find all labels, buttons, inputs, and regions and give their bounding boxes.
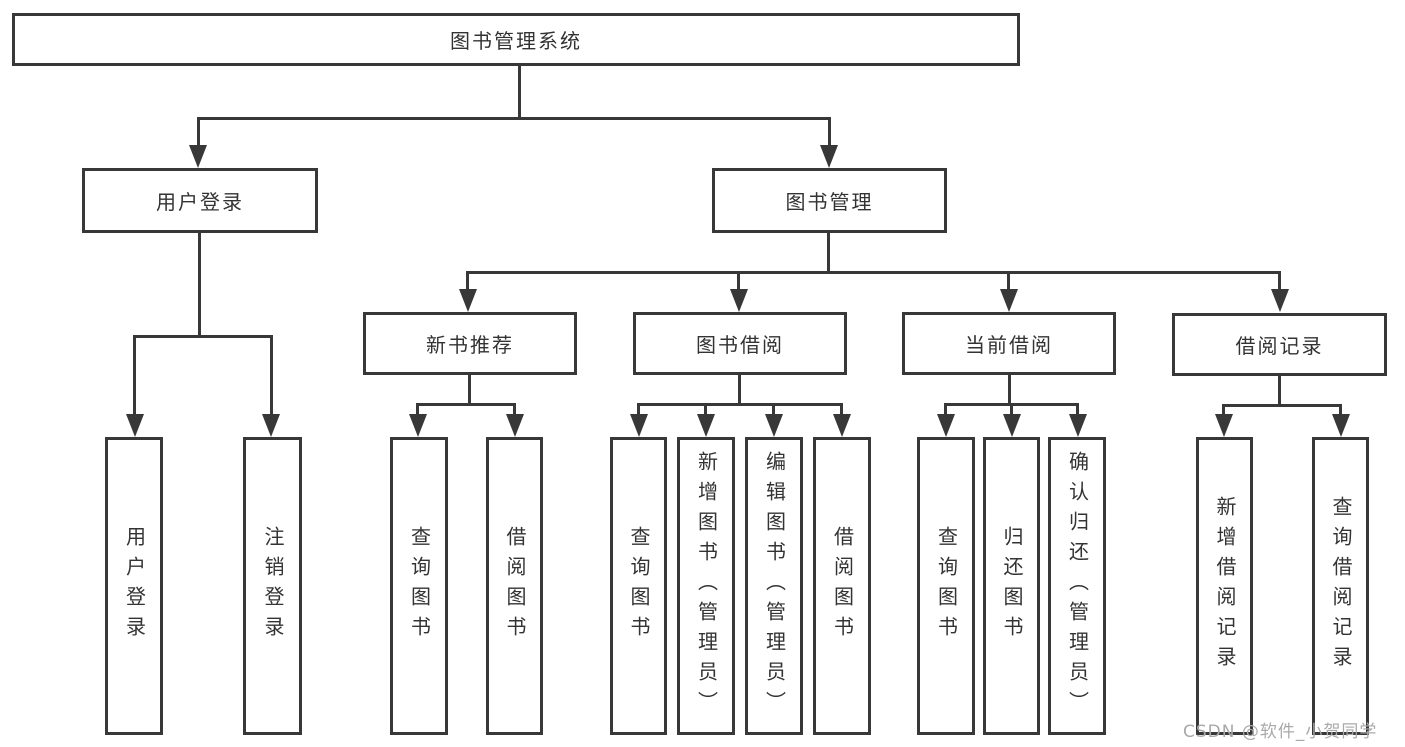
arrow-down-icon: [262, 414, 280, 437]
leaf-logout-login-label: 注销登录: [261, 526, 285, 646]
leaf-query-books-borrowing-label: 查询图书: [627, 526, 651, 646]
arrow-down-icon: [1215, 414, 1233, 437]
arrow-down-icon: [630, 414, 648, 437]
edge-line: [828, 117, 831, 149]
edge-line: [416, 403, 419, 417]
edge-line: [1278, 376, 1281, 407]
edge-line: [466, 271, 469, 291]
arrow-down-icon: [697, 414, 715, 437]
edge-line: [738, 375, 741, 406]
leaf-query-borrow-record: 查询借阅记录: [1312, 437, 1369, 735]
leaf-query-books-recommend-label: 查询图书: [407, 526, 432, 646]
leaf-borrow-books-borrowing: 借阅图书: [813, 437, 871, 735]
leaf-borrow-books-borrowing-label: 借阅图书: [830, 526, 855, 646]
arrow-down-icon: [765, 414, 783, 437]
edge-line: [1010, 403, 1013, 417]
leaf-edit-books-admin: 编辑图书（管理员）: [745, 437, 803, 735]
edge-line: [416, 403, 516, 406]
edge-line: [197, 117, 200, 149]
arrow-down-icon: [730, 289, 748, 312]
leaf-query-books-current: 查询图书: [917, 437, 975, 735]
node-new-book-recommendation: 新书推荐: [363, 312, 577, 375]
leaf-edit-books-admin-label: 编辑图书（管理员）: [762, 451, 787, 721]
edge-line: [466, 271, 1281, 274]
node-library-system: 图书管理系统: [12, 13, 1020, 66]
edge-line: [772, 403, 775, 417]
edge-line: [198, 233, 201, 335]
node-current-borrowing: 当前借阅: [902, 312, 1116, 375]
node-borrowing-records: 借阅记录: [1172, 313, 1387, 376]
edge-line: [513, 403, 516, 417]
leaf-confirm-return-admin: 确认归还（管理员）: [1048, 437, 1106, 735]
arrow-down-icon: [1000, 289, 1018, 312]
leaf-add-borrow-record: 新增借阅记录: [1196, 437, 1253, 735]
arrow-down-icon: [1332, 414, 1350, 437]
leaf-add-books-admin-label: 新增图书（管理员）: [694, 451, 719, 721]
edge-line: [133, 335, 273, 338]
edge-line: [468, 375, 471, 406]
arrow-down-icon: [833, 414, 851, 437]
edge-line: [270, 335, 273, 417]
arrow-down-icon: [189, 145, 207, 168]
arrow-down-icon: [459, 289, 477, 312]
leaf-borrow-books-recommend: 借阅图书: [486, 437, 543, 735]
leaf-return-books: 归还图书: [983, 437, 1040, 735]
edge-line: [1222, 404, 1341, 407]
csdn-watermark: CSDN @软件_小贺同学: [1183, 722, 1378, 742]
edge-line: [1278, 271, 1281, 291]
arrow-down-icon: [409, 414, 427, 437]
leaf-return-books-label: 归还图书: [1000, 526, 1024, 646]
edge-line: [637, 403, 640, 417]
edge-line: [704, 403, 707, 417]
arrow-down-icon: [937, 414, 955, 437]
edge-line: [840, 403, 843, 417]
edge-line: [1008, 375, 1011, 406]
edge-line: [827, 233, 830, 274]
leaf-confirm-return-admin-label: 确认归还（管理员）: [1065, 451, 1090, 721]
arrow-down-icon: [506, 414, 524, 437]
edge-line: [518, 64, 521, 117]
leaf-user-login-label: 用户登录: [122, 526, 147, 646]
edge-line: [637, 403, 843, 406]
node-book-borrowing: 图书借阅: [633, 312, 847, 375]
arrow-down-icon: [820, 145, 838, 168]
edge-line: [1339, 404, 1342, 417]
edge-line: [1007, 271, 1010, 291]
arrow-down-icon: [1271, 289, 1289, 312]
leaf-query-books-borrowing: 查询图书: [610, 437, 667, 735]
leaf-query-books-recommend: 查询图书: [390, 437, 448, 735]
leaf-add-borrow-record-label: 新增借阅记录: [1213, 496, 1237, 676]
node-book-management: 图书管理: [712, 168, 947, 233]
arrow-down-icon: [1003, 414, 1021, 437]
leaf-logout-login: 注销登录: [243, 437, 302, 735]
arrow-down-icon: [1069, 414, 1087, 437]
leaf-user-login: 用户登录: [105, 437, 163, 735]
leaf-query-books-current-label: 查询图书: [934, 526, 959, 646]
edge-line: [737, 271, 740, 291]
leaf-add-books-admin: 新增图书（管理员）: [677, 437, 735, 735]
edge-line: [133, 335, 136, 417]
edge-line: [1076, 403, 1079, 417]
arrow-down-icon: [126, 414, 144, 437]
edge-line: [197, 117, 831, 120]
leaf-borrow-books-recommend-label: 借阅图书: [503, 526, 527, 646]
edge-line: [1222, 404, 1225, 417]
node-user-login: 用户登录: [82, 168, 318, 233]
edge-line: [944, 403, 947, 417]
leaf-query-borrow-record-label: 查询借阅记录: [1329, 496, 1353, 676]
